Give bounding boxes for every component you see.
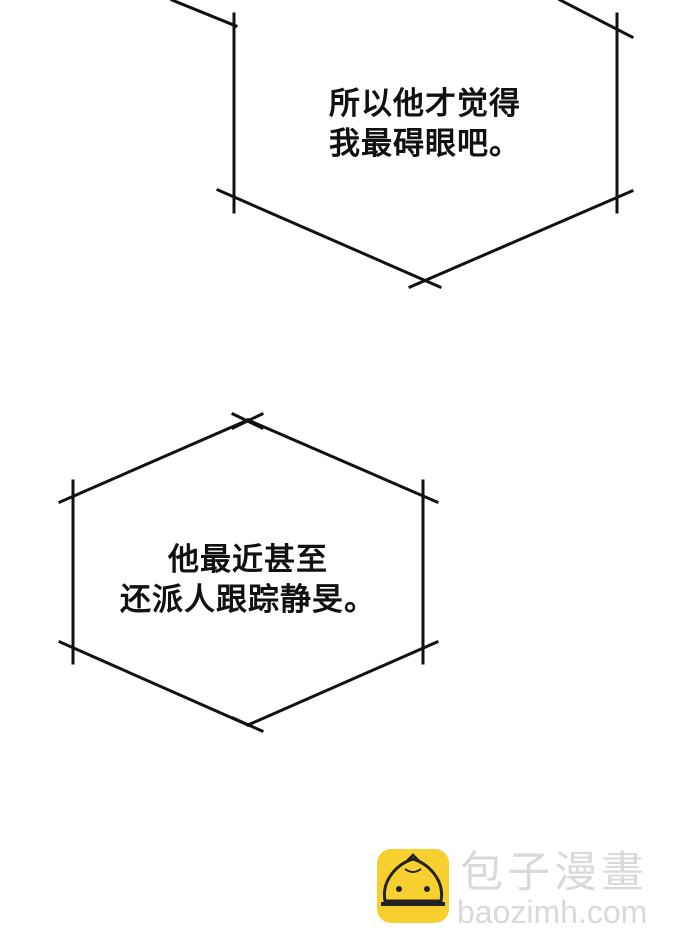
speech-line: 我最碍眼吧。 xyxy=(329,126,521,162)
watermark-title: 包子漫畫 xyxy=(460,848,648,898)
speech-line: 所以他才觉得 xyxy=(329,86,521,122)
speech-line: 他最近甚至 xyxy=(168,542,328,578)
watermark-url: baozimh.com xyxy=(457,894,648,930)
speech-bubble-top-outline xyxy=(170,0,635,289)
speech-bubble-bottom-text: 他最近甚至 还派人跟踪静旻。 xyxy=(88,540,408,620)
steamed-bun-logo-icon xyxy=(377,849,449,923)
speech-bubble-bottom-outline xyxy=(58,411,439,733)
speech-bubble-top-text: 所以他才觉得 我最碍眼吧。 xyxy=(280,84,570,164)
watermark: 包子漫畫 baozimh.com xyxy=(375,845,675,929)
speech-line: 还派人跟踪静旻。 xyxy=(120,582,376,618)
